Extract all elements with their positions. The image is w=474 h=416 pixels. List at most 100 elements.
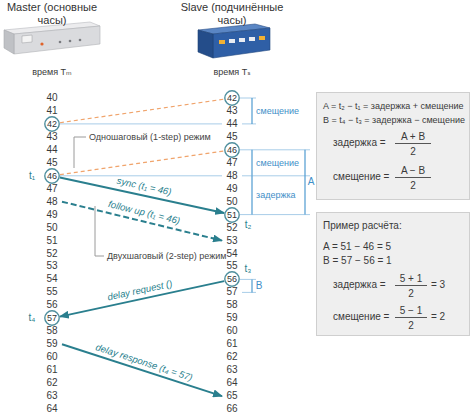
timestamp-name: t₂ bbox=[245, 219, 252, 231]
time-tick: 64 bbox=[46, 403, 57, 415]
timestamp-name: t₃ bbox=[245, 264, 252, 276]
time-tick: 64 bbox=[226, 377, 237, 389]
reference-line bbox=[60, 123, 222, 124]
time-tick: 51 bbox=[46, 235, 57, 247]
marker-outline bbox=[45, 169, 59, 183]
reference-line bbox=[240, 149, 310, 150]
device-port bbox=[229, 39, 235, 43]
reference-line bbox=[240, 279, 256, 280]
device-led bbox=[40, 42, 43, 45]
offset-bracket bbox=[251, 150, 252, 176]
timestamp-name: t₄ bbox=[29, 313, 36, 325]
time-value: 46 bbox=[44, 168, 60, 184]
a-bracket bbox=[304, 150, 305, 215]
bracket-label: задержка bbox=[256, 190, 296, 200]
delay-bracket bbox=[251, 176, 252, 215]
clock-name: время Tₛ bbox=[213, 67, 250, 77]
time-tick: 65 bbox=[226, 390, 237, 402]
time-tick: 59 bbox=[226, 313, 237, 325]
time-tick: 62 bbox=[46, 377, 57, 389]
formula-text: 5 − 1 bbox=[395, 305, 427, 318]
slave-device bbox=[213, 28, 270, 58]
time-marker: 42 bbox=[224, 90, 240, 106]
marker-outline bbox=[45, 117, 59, 131]
formula-text: A + B bbox=[395, 131, 431, 144]
time-tick: 40 bbox=[46, 92, 57, 104]
formula-text: задержка = bbox=[333, 279, 386, 291]
marker-outline bbox=[45, 311, 59, 325]
message-label: delay response (t₄ = 57) bbox=[95, 342, 195, 384]
device-title: Slave (подчинённые часы) bbox=[176, 1, 288, 26]
time-tick: 53 bbox=[226, 235, 237, 247]
reference-line bbox=[60, 175, 222, 176]
reference-line bbox=[240, 214, 310, 215]
time-tick: 49 bbox=[226, 183, 237, 195]
formula-text: B = 57 − 56 = 1 bbox=[323, 255, 392, 267]
slave-device bbox=[198, 30, 213, 58]
time-tick: 41 bbox=[46, 105, 57, 117]
formula-text: A = 51 − 46 = 5 bbox=[323, 241, 391, 253]
marker-outline bbox=[225, 207, 239, 221]
bracket-label: A bbox=[308, 176, 315, 188]
time-value: 42 bbox=[224, 90, 240, 106]
time-tick: 59 bbox=[46, 338, 57, 350]
time-tick: 49 bbox=[46, 209, 57, 221]
time-tick: 55 bbox=[46, 287, 57, 299]
formula-text: 2 bbox=[395, 146, 431, 158]
time-marker: 46 bbox=[224, 142, 240, 158]
time-tick: 47 bbox=[46, 183, 57, 195]
time-tick: 62 bbox=[226, 351, 237, 363]
device-port bbox=[22, 35, 32, 43]
message-label: follow up (t₁ = 46) bbox=[107, 199, 181, 227]
time-value: 46 bbox=[224, 142, 240, 158]
offset-bracket bbox=[251, 98, 252, 124]
time-tick: 50 bbox=[226, 196, 237, 208]
time-marker: 56 bbox=[224, 271, 240, 287]
clock-name: время Tₘ bbox=[32, 67, 71, 77]
formula-text: Пример расчёта: bbox=[323, 220, 402, 232]
time-tick: 66 bbox=[226, 403, 237, 415]
bracket-label: смещение bbox=[256, 106, 299, 116]
time-tick: 45 bbox=[46, 157, 57, 169]
device-led bbox=[259, 36, 265, 40]
time-marker: 51 bbox=[224, 207, 240, 223]
time-tick: 55 bbox=[226, 261, 237, 273]
formula-box: Пример расчёта: A = 51 − 46 = 5 B = 57 − 5… bbox=[316, 212, 470, 336]
time-tick: 54 bbox=[226, 248, 237, 260]
time-tick: 53 bbox=[46, 261, 57, 273]
mode-bracket bbox=[95, 206, 104, 256]
time-tick: 58 bbox=[46, 326, 57, 338]
mode-label: Двухшаговый (2-step) режим bbox=[107, 251, 226, 261]
time-tick: 47 bbox=[226, 157, 237, 169]
mode-label: Одношаговый (1-step) режим bbox=[89, 132, 211, 142]
time-tick: 56 bbox=[46, 300, 57, 312]
bracket-label: B bbox=[256, 280, 263, 292]
timestamp-name: t₁ bbox=[29, 170, 35, 182]
formula-text: 5 + 1 bbox=[395, 273, 427, 286]
formula-text: задержка = bbox=[333, 137, 386, 149]
device-led bbox=[59, 41, 62, 44]
time-tick: 57 bbox=[226, 287, 237, 299]
formula-text: 2 bbox=[395, 288, 427, 300]
device-led bbox=[69, 40, 72, 43]
formula-text: A = t₂ − t₁ = задержка + смещение bbox=[323, 100, 464, 112]
time-value: 51 bbox=[224, 207, 240, 223]
time-tick: 48 bbox=[226, 170, 237, 182]
formula-text: 2 bbox=[395, 320, 427, 332]
delay-response-arrow bbox=[62, 344, 222, 396]
reference-line bbox=[242, 123, 256, 124]
device-port bbox=[239, 38, 245, 42]
time-marker: 57 bbox=[44, 310, 60, 326]
time-value: 56 bbox=[224, 271, 240, 287]
time-tick: 61 bbox=[46, 364, 57, 376]
device-port bbox=[249, 37, 255, 41]
formula-text: смещение = bbox=[333, 311, 389, 323]
reference-line bbox=[242, 292, 256, 293]
time-tick: 60 bbox=[226, 326, 237, 338]
master-device bbox=[4, 30, 14, 54]
formula-text: = 3 bbox=[431, 279, 445, 291]
time-tick: 48 bbox=[46, 196, 57, 208]
mode-bracket bbox=[74, 137, 86, 168]
formula-text: 2 bbox=[395, 180, 431, 192]
